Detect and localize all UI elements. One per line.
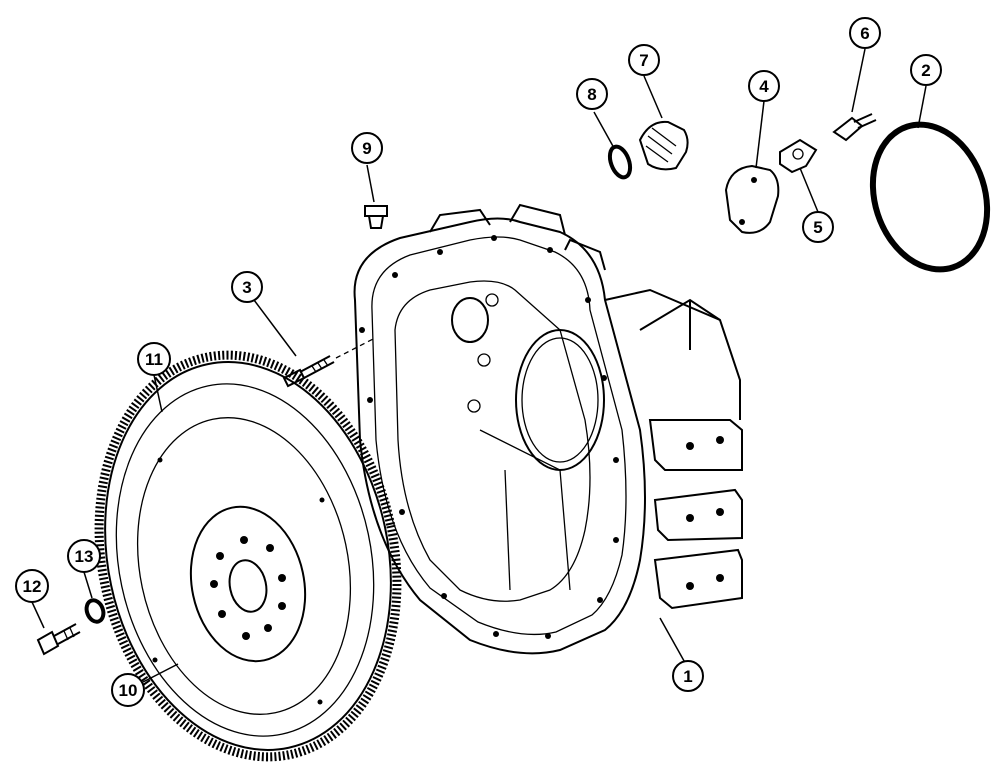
- callout-13: 13: [67, 539, 101, 573]
- callout-1: 1: [672, 660, 704, 692]
- callout-4-label: 4: [759, 77, 769, 96]
- housing-bolt-holes: [359, 235, 619, 639]
- callout-13-label: 13: [75, 547, 94, 566]
- callout-3-label: 3: [242, 278, 251, 297]
- callout-8: 8: [576, 78, 608, 110]
- o-ring-large: [869, 121, 991, 273]
- leader-lines: [31, 48, 927, 683]
- callout-10: 10: [111, 673, 145, 707]
- callout-7-label: 7: [639, 51, 648, 70]
- flywheel-housing: [353, 203, 743, 655]
- washer: [84, 598, 106, 624]
- pipe-plug: [364, 205, 388, 229]
- callout-10-label: 10: [119, 681, 138, 700]
- callout-11: 11: [137, 342, 171, 376]
- housing-bolt: [282, 337, 376, 388]
- callout-2-label: 2: [921, 61, 930, 80]
- callout-9: 9: [351, 132, 383, 164]
- callout-3: 3: [231, 271, 263, 303]
- callout-1-label: 1: [683, 667, 692, 686]
- cover-plate: [724, 164, 780, 234]
- callout-12-label: 12: [23, 577, 42, 596]
- callout-5-label: 5: [813, 218, 822, 237]
- callout-6: 6: [849, 17, 881, 49]
- callout-8-label: 8: [587, 85, 596, 104]
- callout-2: 2: [910, 54, 942, 86]
- plug: [638, 120, 689, 171]
- callout-11-label: 11: [145, 350, 163, 369]
- cover-screw: [832, 113, 877, 142]
- ring-gear: [94, 350, 402, 762]
- callout-7: 7: [628, 44, 660, 76]
- o-ring-small: [607, 144, 633, 180]
- callout-5: 5: [802, 211, 834, 243]
- flywheel: [94, 350, 402, 762]
- callout-6-label: 6: [860, 24, 869, 43]
- clamp-plate: [779, 138, 818, 174]
- flywheel-bolt-holes: [152, 457, 325, 705]
- callout-12: 12: [15, 569, 49, 603]
- callout-9-label: 9: [362, 139, 371, 158]
- flywheel-bolt: [36, 623, 81, 656]
- callout-4: 4: [748, 70, 780, 102]
